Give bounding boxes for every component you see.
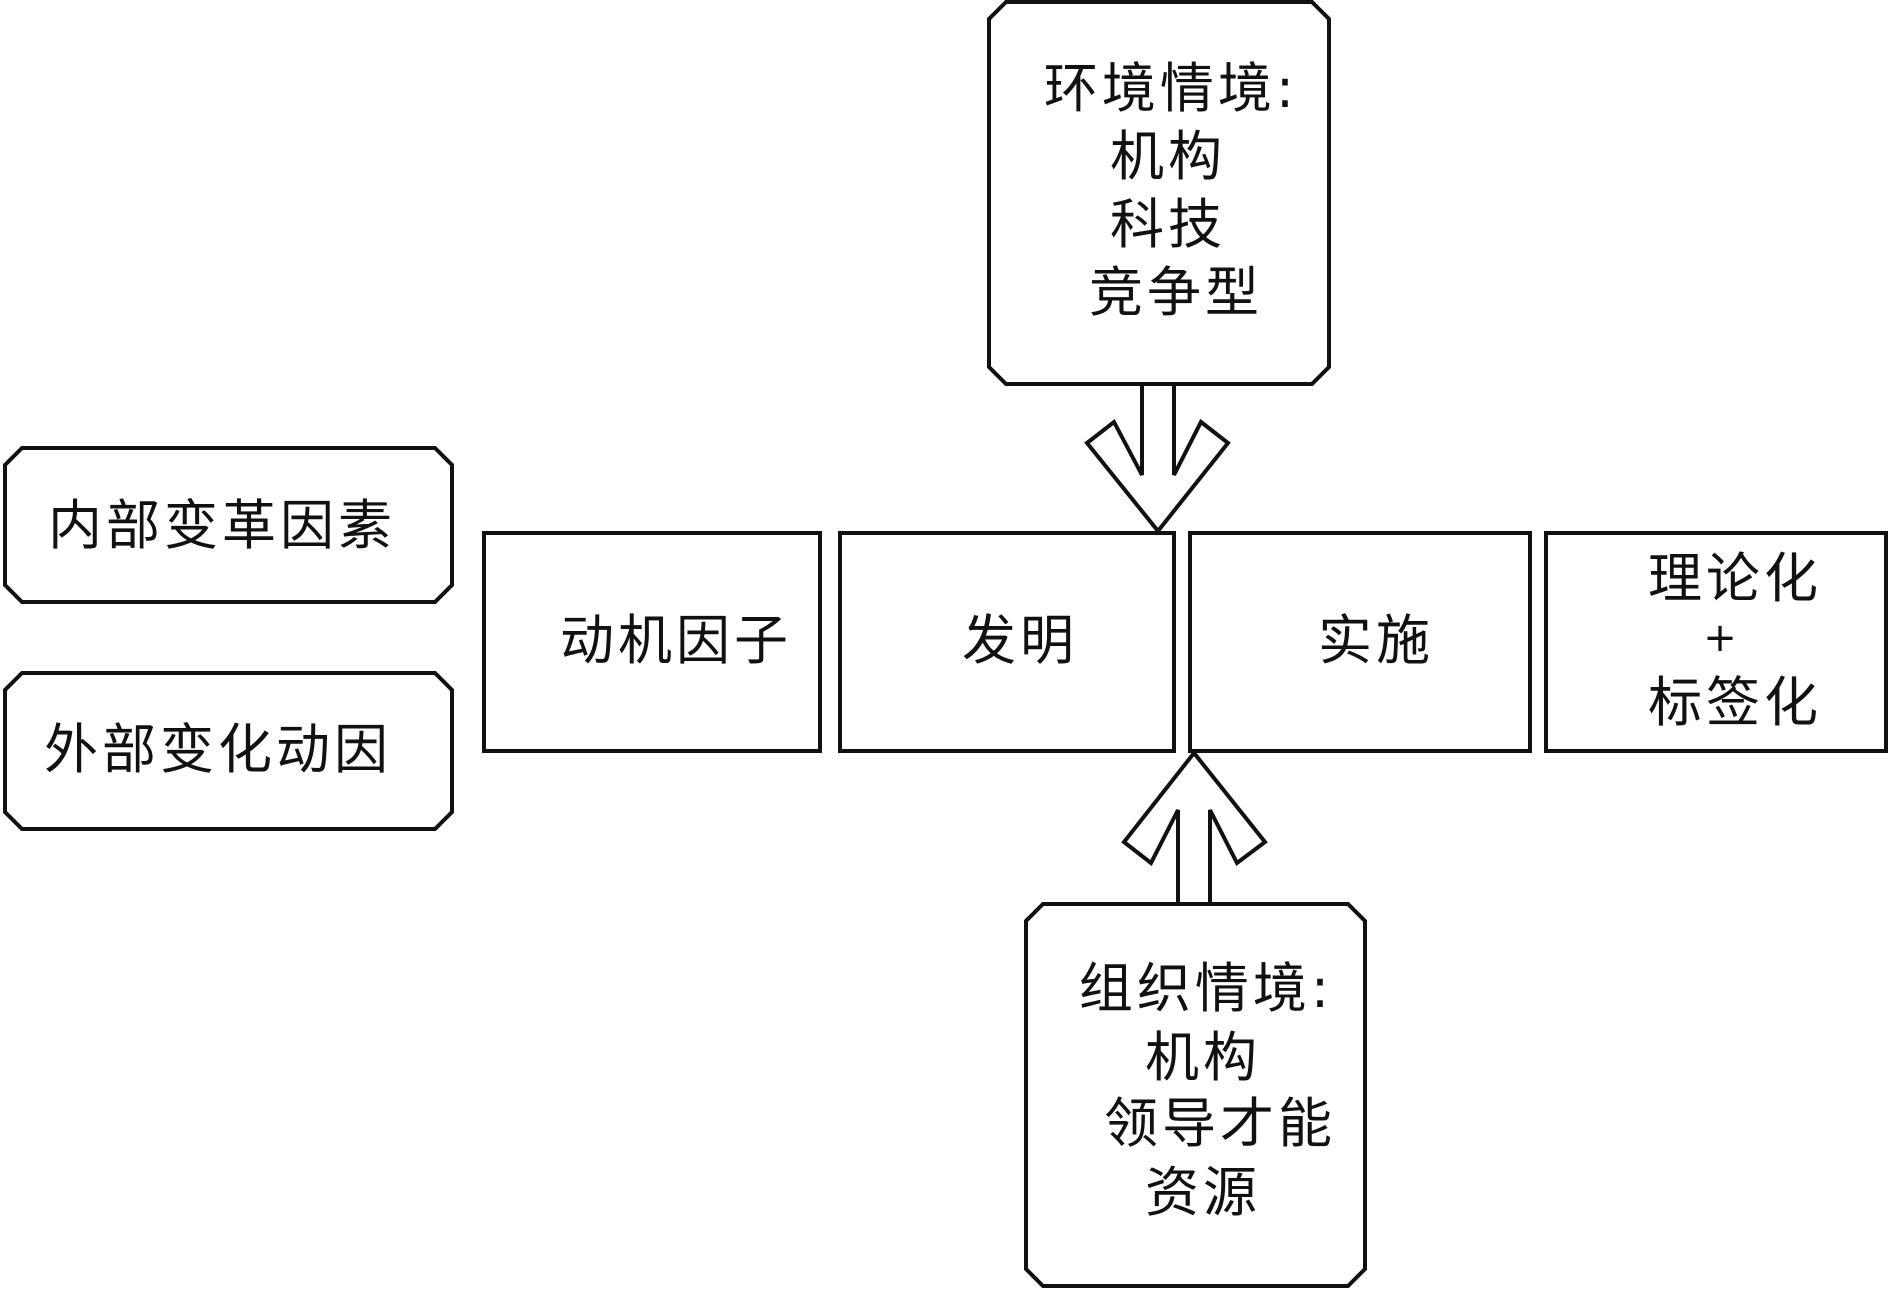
motive-box bbox=[482, 531, 822, 753]
theorizing-label-line1: 理论化 bbox=[1648, 547, 1822, 610]
organization-context-title: 组织情境: bbox=[1078, 957, 1334, 1020]
organization-context-item: 资源 bbox=[1145, 1161, 1261, 1224]
organization-context-box bbox=[1024, 902, 1367, 1288]
external-factors-box bbox=[3, 671, 454, 831]
implementation-label: 实施 bbox=[1318, 609, 1434, 672]
environment-context-item: 竞争型 bbox=[1089, 261, 1263, 324]
organization-context-item: 机构 bbox=[1145, 1026, 1261, 1089]
theorizing-plus-sign: + bbox=[1703, 615, 1741, 661]
motive-label: 动机因子 bbox=[560, 609, 792, 672]
external-factors-label: 外部变化动因 bbox=[44, 718, 392, 781]
environment-context-title: 环境情境: bbox=[1043, 57, 1299, 120]
environment-context-item: 机构 bbox=[1110, 125, 1226, 188]
theorizing-label-line2: 标签化 bbox=[1648, 671, 1822, 734]
down-arrow-icon bbox=[1084, 382, 1231, 535]
organization-context-item: 领导才能 bbox=[1104, 1092, 1336, 1155]
environment-context-box bbox=[987, 0, 1331, 386]
theorizing-box bbox=[1544, 531, 1888, 753]
implementation-box bbox=[1188, 531, 1532, 753]
invention-label: 发明 bbox=[962, 609, 1078, 672]
internal-factors-box bbox=[3, 446, 454, 604]
up-arrow-icon bbox=[1121, 749, 1268, 906]
invention-box bbox=[838, 531, 1176, 753]
internal-factors-label: 内部变革因素 bbox=[48, 494, 396, 557]
environment-context-item: 科技 bbox=[1110, 193, 1226, 256]
